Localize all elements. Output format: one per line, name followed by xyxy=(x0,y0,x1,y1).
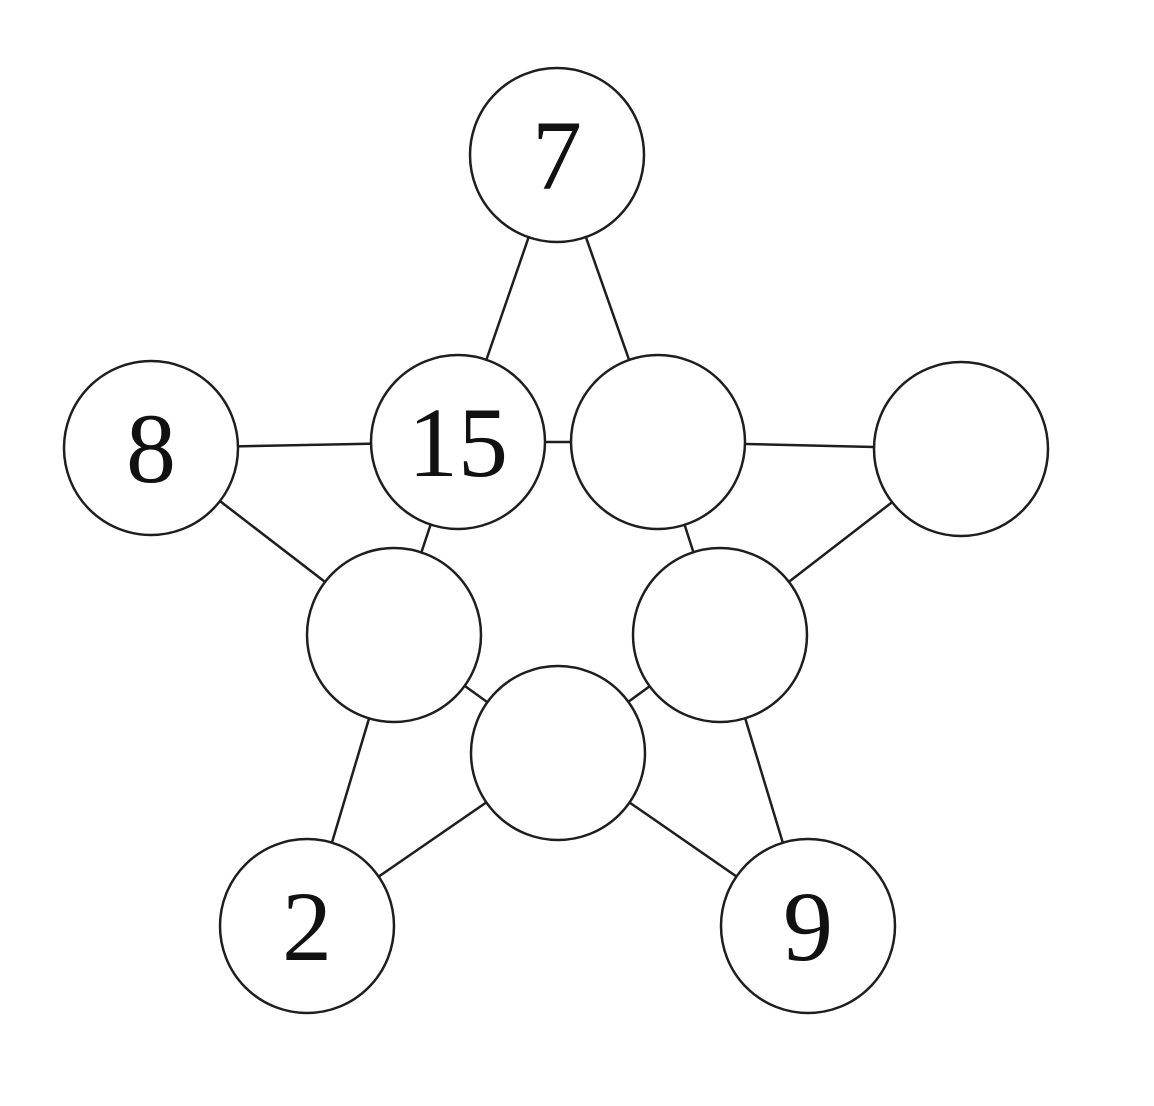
node-outer-right xyxy=(872,360,1050,538)
node-label-outer-top: 7 xyxy=(532,100,582,211)
node-inner-left xyxy=(305,546,483,724)
node-label-outer-left: 8 xyxy=(126,393,176,504)
node-inner-top-left xyxy=(369,353,547,531)
node-inner-bottom xyxy=(469,664,647,842)
node-outer-left xyxy=(62,359,240,537)
node-label-outer-bottom-left: 2 xyxy=(282,871,332,982)
node-outer-bottom-right xyxy=(719,837,897,1015)
node-inner-right xyxy=(631,546,809,724)
node-label-outer-bottom-right: 9 xyxy=(783,871,833,982)
node-inner-top-right xyxy=(569,353,747,531)
node-label-inner-top-left: 15 xyxy=(408,387,508,498)
node-outer-bottom-left xyxy=(218,837,396,1015)
node-outer-top xyxy=(468,66,646,244)
